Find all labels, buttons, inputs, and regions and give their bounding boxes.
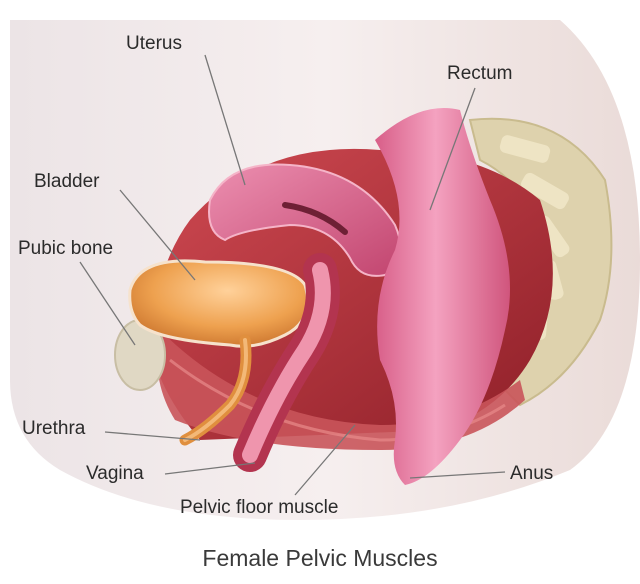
label-vagina: Vagina <box>86 463 144 485</box>
bladder <box>130 261 308 346</box>
label-anus: Anus <box>510 463 553 485</box>
label-bladder: Bladder <box>34 171 100 193</box>
label-rectum: Rectum <box>447 63 512 85</box>
label-pelvic-floor-muscle: Pelvic floor muscle <box>180 497 338 519</box>
label-urethra: Urethra <box>22 418 85 440</box>
label-pubic-bone: Pubic bone <box>18 238 113 260</box>
caption: Female Pelvic Muscles <box>0 545 640 572</box>
label-uterus: Uterus <box>126 33 182 55</box>
